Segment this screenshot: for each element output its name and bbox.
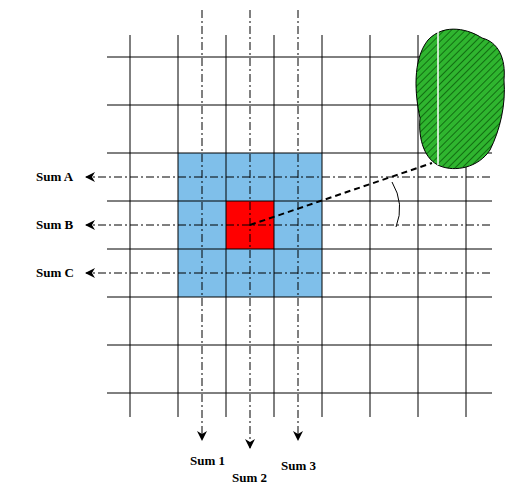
sum-arrows [86, 10, 490, 448]
column-sum-label: Sum 2 [232, 470, 267, 486]
row-sum-label: Sum B [36, 217, 73, 233]
object-blob [416, 29, 504, 168]
sight-line [250, 163, 432, 225]
column-sum-label: Sum 3 [281, 458, 316, 474]
blob-mark [437, 30, 439, 165]
angle-arc [392, 182, 400, 227]
row-sum-label: Sum C [36, 265, 74, 281]
column-sum-label: Sum 1 [190, 453, 225, 469]
row-sum-label: Sum A [36, 169, 73, 185]
